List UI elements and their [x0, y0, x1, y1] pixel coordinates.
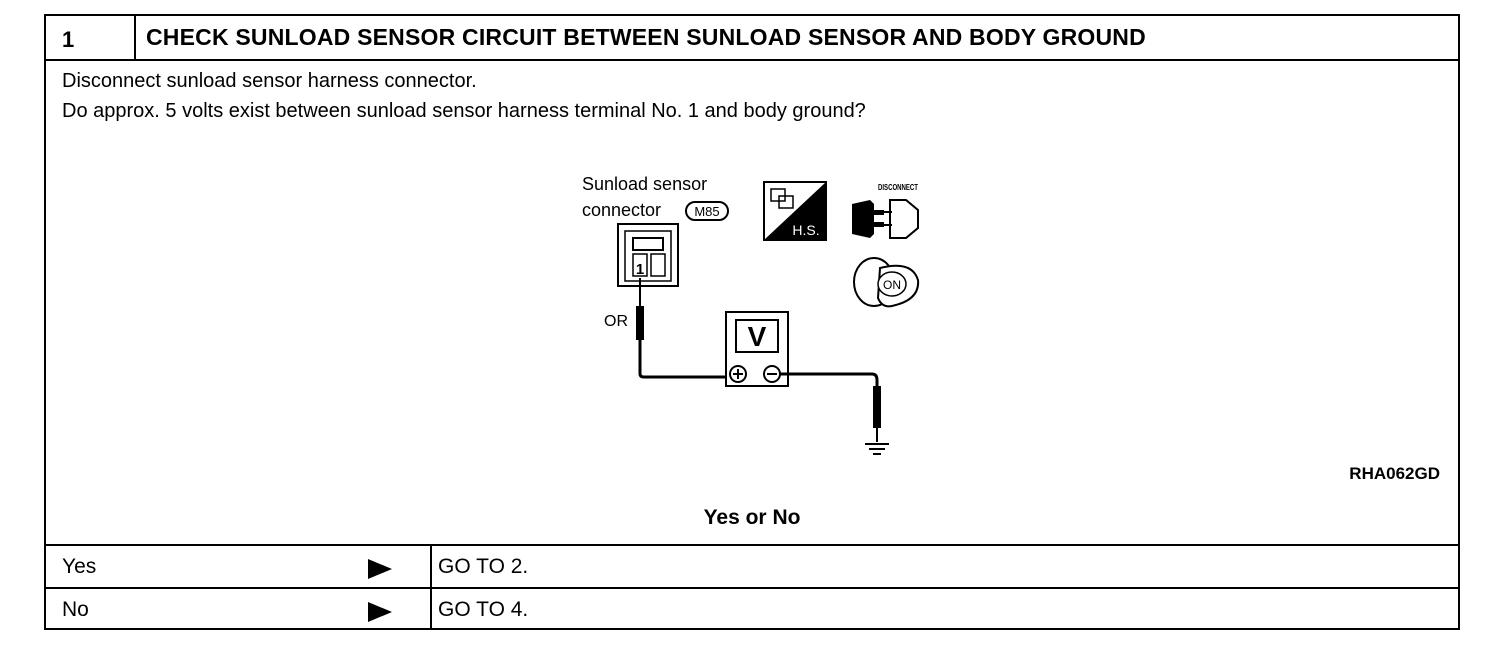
- arrow-right-icon: [368, 559, 392, 579]
- disconnect-label: DISCONNECT: [878, 183, 918, 192]
- answer-action: GO TO 2.: [438, 555, 529, 578]
- terminal-number: 1: [636, 261, 644, 278]
- wiring-check-diagram: Sunload sensor connector M85 1 OR V: [582, 174, 920, 455]
- key-on-label: ON: [883, 278, 901, 292]
- answer-row-no: No GO TO 4.: [46, 587, 1458, 630]
- answer-label: Yes: [62, 555, 97, 578]
- column-divider: [430, 589, 432, 630]
- ignition-key-on-icon: [853, 257, 920, 308]
- negative-test-lead: [780, 372, 879, 388]
- positive-test-lead: [638, 340, 729, 379]
- answer-row-yes: Yes GO TO 2.: [46, 544, 1458, 587]
- arrow-right-icon: [368, 602, 392, 622]
- figure-id: RHA062GD: [1349, 464, 1440, 483]
- instruction-line-2: Do approx. 5 volts exist between sunload…: [62, 100, 866, 122]
- ground-symbol-icon: [865, 443, 889, 455]
- ground-probe: [873, 386, 881, 428]
- disconnect-connector-icon: [852, 199, 919, 239]
- meter-symbol: V: [748, 321, 767, 352]
- connector-label-line2: connector: [582, 200, 661, 220]
- test-probe: [636, 306, 644, 340]
- connector-code: M85: [694, 204, 719, 219]
- yes-no-question: Yes or No: [703, 506, 801, 529]
- hs-label: H.S.: [792, 222, 819, 238]
- instruction-line-1: Disconnect sunload sensor harness connec…: [62, 70, 477, 92]
- header-divider: [134, 16, 136, 59]
- column-divider: [430, 546, 432, 587]
- diagnostic-procedure-table: 1 CHECK SUNLOAD SENSOR CIRCUIT BETWEEN S…: [44, 14, 1460, 630]
- voltmeter-icon: [725, 311, 789, 387]
- harness-connector-icon: [617, 223, 679, 287]
- wire-color-label: OR: [604, 313, 628, 330]
- answer-label: No: [62, 598, 89, 621]
- step-header: 1 CHECK SUNLOAD SENSOR CIRCUIT BETWEEN S…: [46, 16, 1458, 61]
- connector-label-line1: Sunload sensor: [582, 174, 707, 194]
- step-title: CHECK SUNLOAD SENSOR CIRCUIT BETWEEN SUN…: [146, 24, 1146, 50]
- answer-action: GO TO 4.: [438, 598, 529, 621]
- harness-side-icon: [763, 181, 827, 241]
- connector-code-badge: [685, 201, 729, 221]
- step-number: 1: [62, 27, 75, 52]
